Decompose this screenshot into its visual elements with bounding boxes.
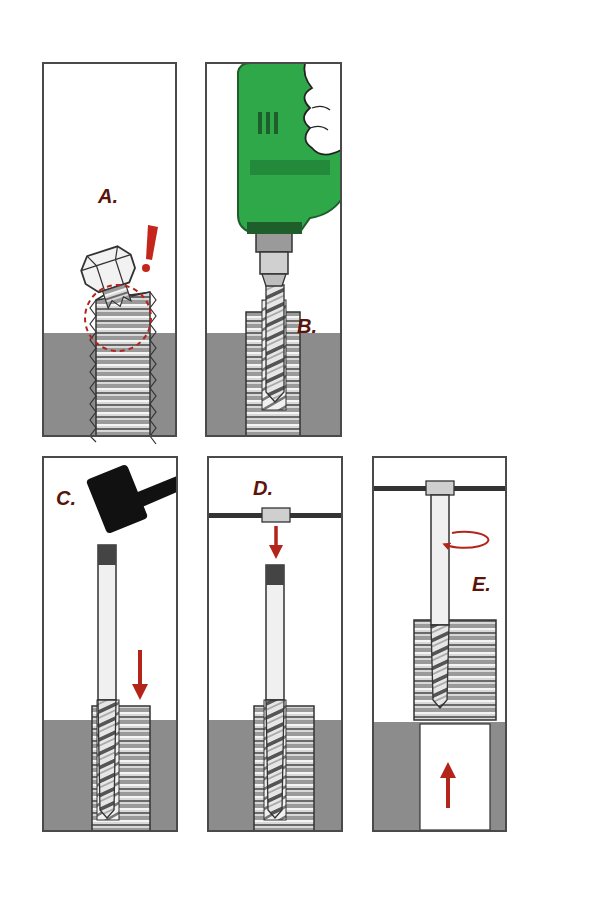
drilled-bolt <box>254 700 314 831</box>
screw-extractor <box>431 495 449 708</box>
step-letter: C. <box>56 488 76 508</box>
hand <box>304 63 341 155</box>
panel-ground <box>42 62 507 832</box>
step-panel: E. <box>372 456 507 832</box>
step-letter: D. <box>253 478 273 498</box>
step-panel: D. <box>207 456 343 832</box>
screw-extractor <box>266 565 284 818</box>
tap-wrench <box>208 508 342 522</box>
step-panel: A. <box>42 62 177 437</box>
drill-chuck <box>256 232 292 286</box>
broken-bolt <box>90 292 156 444</box>
tap-wrench <box>373 481 506 495</box>
break-highlight <box>85 285 151 351</box>
step-panel: B. <box>205 62 342 437</box>
power-drill <box>238 63 341 234</box>
rotation-arrow <box>446 532 488 548</box>
direction-arrow <box>274 526 278 552</box>
empty-hole <box>420 724 490 830</box>
warning-mark <box>142 225 158 272</box>
drill-bit <box>266 285 284 402</box>
direction-arrow <box>446 770 450 808</box>
step-panel: C. <box>42 456 178 832</box>
step-letter: B. <box>297 316 317 336</box>
screw-extractor <box>98 545 116 818</box>
extracted-bolt <box>414 620 496 720</box>
drilled-bolt <box>92 700 150 831</box>
hammer <box>86 464 177 534</box>
direction-arrow <box>138 650 142 692</box>
step-letter: E. <box>472 574 491 594</box>
step-letter: A. <box>98 186 118 206</box>
